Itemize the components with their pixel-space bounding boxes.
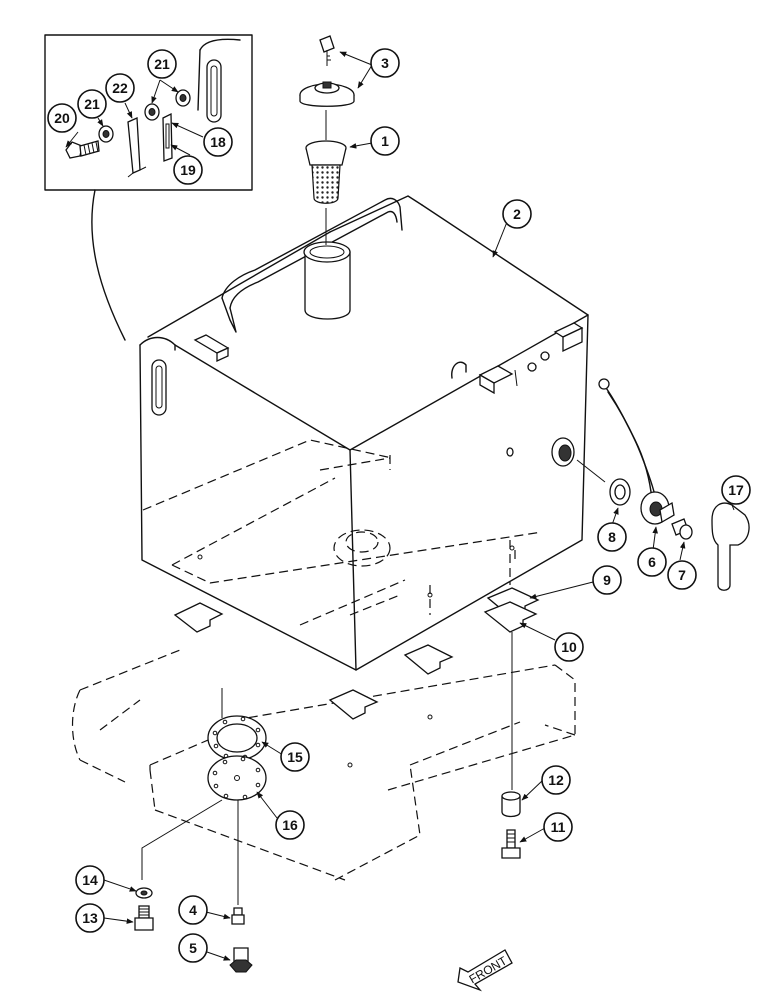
callout-6: 6: [637, 547, 667, 577]
callout-9: 9: [592, 565, 622, 595]
leader-lines: [65, 51, 735, 961]
fuel-level-sender-6: [598, 378, 675, 525]
callout-21-lower: 21: [77, 89, 107, 119]
callout-22: 22: [105, 73, 135, 103]
hydraulic-tank: [139, 195, 589, 671]
front-direction-arrow: FRONT: [457, 949, 513, 992]
hidden-lines: [71, 439, 576, 881]
washer-21-upper: [144, 89, 191, 121]
gasket-15: [207, 715, 267, 761]
callout-8-text: 8: [608, 529, 616, 545]
inset-detail: [44, 34, 253, 191]
callout-21-upper: 21: [147, 49, 177, 79]
callout-9-text: 9: [603, 572, 611, 588]
callout-16-text: 16: [282, 817, 298, 833]
callout-21-lower-text: 21: [84, 96, 100, 112]
callout-20-text: 20: [54, 110, 70, 126]
callout-12-text: 12: [548, 772, 564, 788]
inset-frame: [44, 34, 253, 191]
callout-2: 2: [502, 199, 532, 229]
callout-19-text: 19: [180, 162, 196, 178]
callout-6-text: 6: [648, 554, 656, 570]
washer-21-lower: [98, 125, 114, 143]
sight-gauge-slot: [206, 59, 222, 123]
callout-20: 20: [47, 103, 77, 133]
plug-4: [231, 907, 245, 925]
callout-10-text: 10: [561, 639, 577, 655]
strip-19: [162, 112, 173, 162]
sender-float: [598, 378, 610, 390]
callout-2-text: 2: [513, 206, 521, 222]
bolt-20: [65, 140, 100, 159]
callout-13-text: 13: [82, 910, 98, 926]
callout-5-text: 5: [189, 940, 197, 956]
callout-17: 17: [721, 475, 751, 505]
pad-lower: [328, 689, 379, 720]
front-label: FRONT: [467, 953, 510, 986]
rubber-pads: [173, 587, 540, 720]
callout-14: 14: [75, 865, 105, 895]
strainer-1: [305, 140, 347, 204]
callout-11: 11: [543, 812, 573, 842]
callout-18: 18: [203, 127, 233, 157]
callout-7: 7: [667, 560, 697, 590]
callout-8: 8: [597, 522, 627, 552]
callout-3: 3: [370, 48, 400, 78]
callout-4: 4: [178, 895, 208, 925]
pad-mid: [403, 644, 454, 675]
callout-5: 5: [178, 933, 208, 963]
callout-18-text: 18: [210, 134, 226, 150]
callout-4-text: 4: [189, 902, 197, 918]
sender-float-arm: [603, 384, 653, 501]
washer-14: [135, 887, 153, 899]
callout-22-text: 22: [112, 80, 128, 96]
callout-21-upper-text: 21: [154, 56, 170, 72]
filler-neck: [303, 241, 351, 320]
callout-13: 13: [75, 903, 105, 933]
tank-sight-gauge: [151, 359, 167, 416]
tank-handle: [221, 197, 403, 299]
callout-3-text: 3: [381, 55, 389, 71]
callout-16: 16: [275, 810, 305, 840]
cap-key: [319, 35, 335, 66]
callout-1-text: 1: [381, 133, 389, 149]
screw-7: [671, 518, 693, 540]
callout-12: 12: [541, 765, 571, 795]
bracket-22: [127, 117, 147, 178]
lifting-hook: [451, 361, 467, 379]
cover-plate-16: [207, 755, 267, 801]
callout-7-text: 7: [678, 567, 686, 583]
sender-port: [551, 437, 575, 467]
callout-15: 15: [280, 742, 310, 772]
callout-11-text: 11: [551, 819, 566, 835]
callout-14-text: 14: [82, 872, 98, 888]
pad-front-left: [173, 602, 224, 633]
drain-port-hidden: [333, 529, 391, 567]
callout-1: 1: [370, 126, 400, 156]
bolt-11: [501, 829, 521, 859]
shim-10: [483, 601, 538, 633]
callout-17-text: 17: [728, 482, 744, 498]
inset-pointer-line: [91, 189, 126, 341]
callout-19: 19: [173, 155, 203, 185]
boot-17: [711, 502, 750, 591]
spacer-12: [501, 791, 521, 818]
gasket-8: [609, 478, 631, 506]
callout-15-text: 15: [287, 749, 303, 765]
filler-cap-3: [299, 81, 355, 107]
wing-valve-5: [229, 947, 253, 973]
callout-10: 10: [554, 632, 584, 662]
inset-tank-edge: [199, 38, 241, 51]
bolt-13: [134, 905, 154, 931]
